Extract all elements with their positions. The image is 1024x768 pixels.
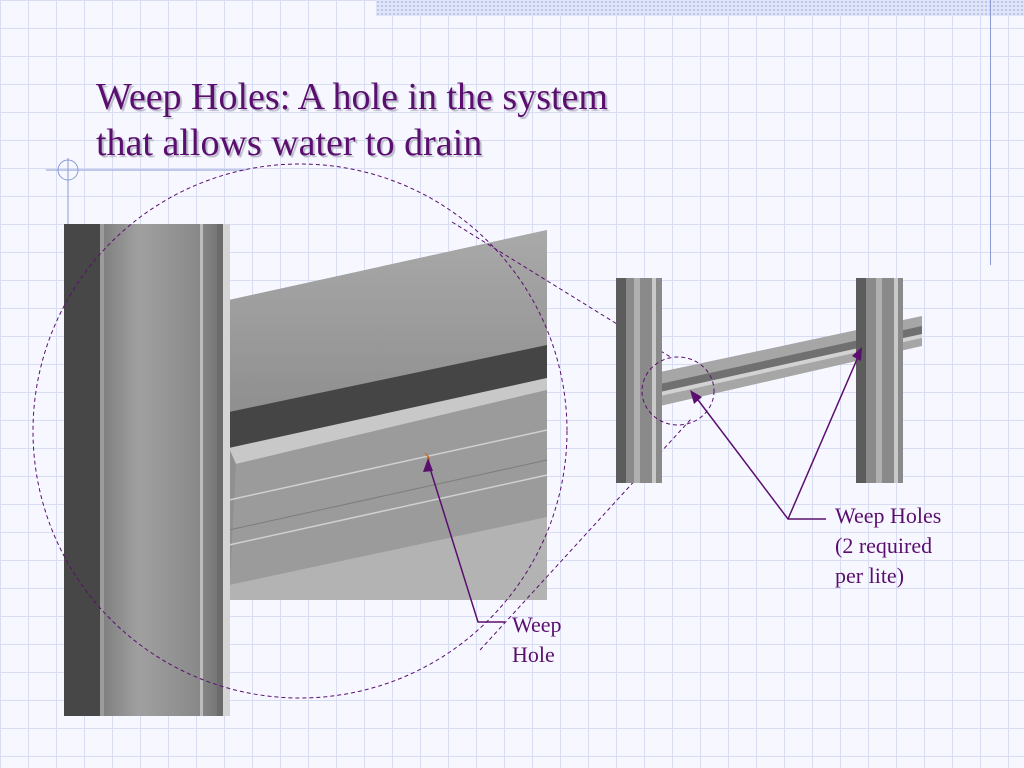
title-line-2: that allows water to drain (96, 122, 483, 164)
weep-holes-label-line-2: (2 required (835, 533, 933, 558)
overview-view (616, 278, 922, 483)
weep-hole-label-line-2: Hole (512, 642, 555, 667)
zoom-circle (32, 163, 568, 699)
weep-hole-label: Weep Hole (512, 610, 562, 670)
zoom-connector-top (451, 221, 673, 359)
rail-channel (229, 345, 547, 448)
leader-weep-hole (423, 458, 505, 623)
leader-weep-holes (690, 347, 862, 520)
weep-hole-label-line-1: Weep (512, 612, 562, 637)
decorative-vertical-line (990, 0, 991, 265)
rail-lip (229, 378, 547, 464)
weep-holes-label: Weep Holes (2 required per lite) (835, 501, 941, 591)
decorative-crosshair (46, 158, 246, 230)
decorative-dotted-band (376, 0, 1024, 16)
rail-top-face (229, 230, 547, 412)
slide-title: Weep Holes: A hole in the system that al… (96, 74, 656, 166)
weep-holes-label-line-1: Weep Holes (835, 503, 942, 528)
overview-zoom-circle (641, 356, 715, 426)
title-line-1: Weep Holes: A hole in the system (96, 76, 608, 118)
zoomed-detail-view (64, 224, 548, 716)
weep-holes-label-line-3: per lite) (835, 563, 905, 588)
